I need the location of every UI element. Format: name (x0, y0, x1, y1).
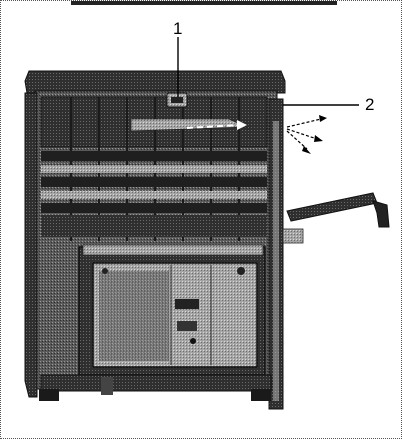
right-foot (251, 389, 271, 401)
airflow-arrows-exit (286, 115, 327, 154)
baffles (41, 151, 267, 237)
top-caption-fragment (71, 1, 337, 5)
door-latch (175, 299, 199, 309)
callout-label-1: 1 (173, 19, 183, 38)
operating-lever (282, 192, 390, 244)
stove-top-plate (24, 70, 286, 94)
door-knob (190, 338, 196, 344)
callout-label-2: 2 (365, 95, 375, 114)
stove-left-side (24, 92, 38, 398)
left-foot (39, 389, 59, 401)
airflow-arrow-inner (186, 120, 247, 130)
flue-slot (130, 118, 248, 132)
stove-plinth (40, 374, 272, 392)
